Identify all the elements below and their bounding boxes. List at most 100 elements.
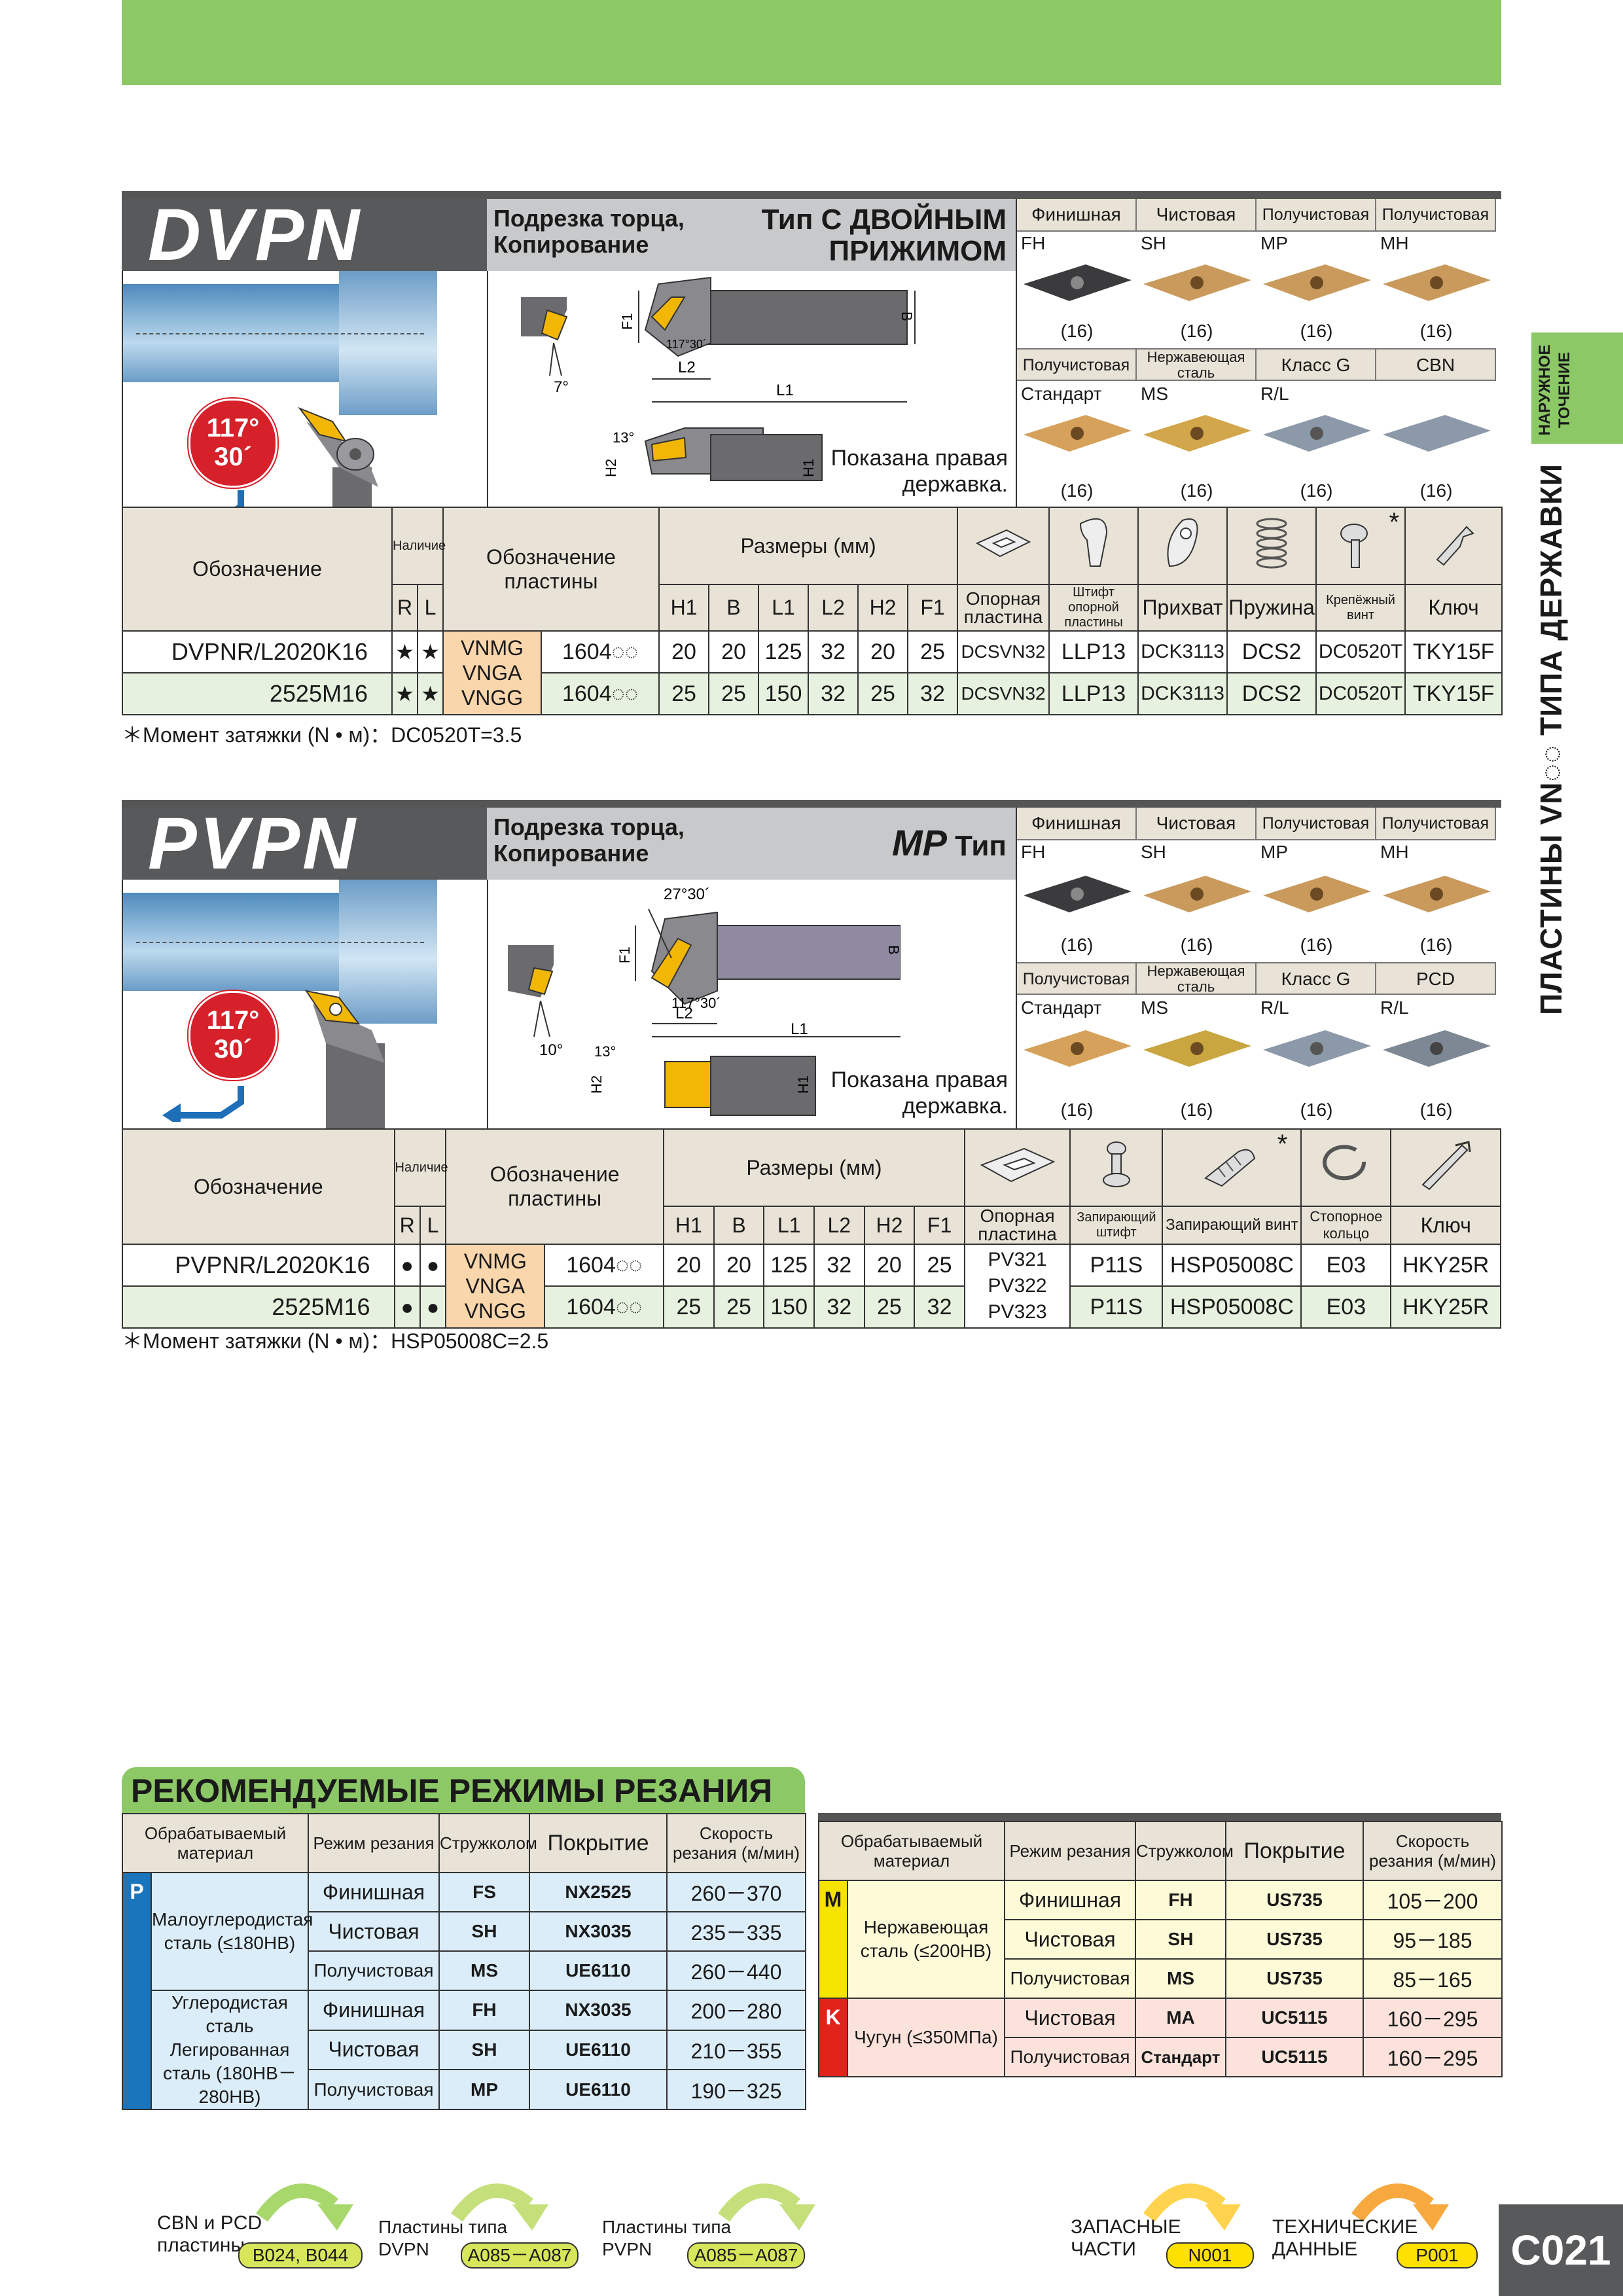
insert-head: Класс G [1257,348,1376,381]
stock-l: ● [419,1244,447,1287]
parts-star: * [1277,1130,1288,1158]
dim-a1: 117°30´ [666,338,707,351]
insert-head: Получистовая [1017,962,1137,995]
insert-head: Получистовая [1257,808,1376,840]
col-insert: Обозначение пластины [445,1128,665,1245]
cell: 150 [758,672,810,715]
col-b: B [708,584,760,632]
footer-page-ref[interactable]: A085－A087 [461,2242,579,2269]
insert-count: (16) [1300,480,1333,501]
footer-text: пластины [157,2234,245,2256]
insert-count: (16) [1419,480,1453,501]
insert-count: (16) [1180,1100,1213,1120]
cell: 32 [808,672,859,715]
pvpn-title-box: PVPN [122,807,487,880]
stock-r: ★ [391,630,418,673]
insert-count: (16) [1300,1100,1333,1120]
cell: 260－370 [666,1872,806,1912]
cell: UE6110 [529,2029,668,2071]
cell: Чистовая [1004,1919,1136,1960]
col-stock: Наличие [391,507,446,585]
insert-head: Чистовая [1137,808,1257,840]
row-designation: DVPNR/L2020K16 [122,630,393,673]
col-support-plate: Опорная пластина [957,584,1050,632]
col-dims: Размеры (мм) [658,507,959,585]
cell: DCS2 [1226,672,1317,715]
pvpn-dimension-drawing: 10° 27°30´ F1 B 117°30´ L2 L1 13° H2 H1 [508,886,901,1116]
dvpn-type-box: Подрезка торца, Копирование Тип С ДВОЙНЫ… [487,199,1016,271]
insert-code: Стандарт [1021,997,1102,1018]
side-vertical-title: ПЛАСТИНЫ VN◌◌ ТИПА ДЕРЖАВКИ [1525,458,1577,1047]
dim-l2: L2 [678,359,696,376]
dim-l1: L1 [776,382,794,399]
insert-size: 1604◌◌ [544,1285,665,1329]
cell: US735 [1225,1919,1364,1960]
pvpn-drawing: 10° 27°30´ F1 B 117°30´ L2 L1 13° H2 H1 … [487,880,1017,1128]
cell: DCSVN32 [957,630,1050,673]
insert-head: Финишная [1017,808,1137,840]
section-top-rule [122,191,1501,199]
col-designation: Обозначение [122,507,393,632]
cell: Стандарт [1135,2037,1226,2077]
cell: HSP05008C [1162,1244,1302,1287]
table-row: Чистовая SH UE6110 210－355 [122,2029,806,2071]
insert-names: VNMG VNGA VNGG [445,1244,546,1329]
stock-l: ★ [417,630,444,673]
lock-screw-icon: * [1162,1128,1302,1207]
cell: Финишная [308,1990,440,2031]
cell: 25 [708,672,760,715]
insert-code: R/L [1380,997,1409,1018]
insert-size: 1604◌◌ [540,672,660,715]
cell: 20 [863,1244,916,1287]
insert-count: (16) [1180,321,1213,341]
material-name: Нержавеющая сталь (≤200HB) [847,1880,1005,1999]
cell: HKY25R [1390,1244,1501,1287]
cell: 20 [663,1244,715,1287]
insert-head: Нержавеющая сталь [1137,348,1257,381]
dim-a1: 117°30´ [671,995,721,1011]
cell: DC0520T [1315,672,1406,715]
col-lock-pin: Запирающий штифт [1069,1206,1164,1245]
holder-head-icon [304,990,385,1135]
insert-fh-icon [1024,264,1132,301]
col-h2: H2 [857,584,909,632]
cell: E03 [1300,1244,1392,1287]
dvpn-type-main: Тип С ДВОЙНЫМ ПРИЖИМОМ [761,204,1007,267]
col-insert: Обозначение пластины [442,507,660,632]
cell: Получистовая [1004,1958,1136,1999]
dvpn-title: DVPN [148,194,363,276]
cell: 20 [658,630,710,673]
section-top-rule [122,800,1501,808]
dvpn-right-hand-note: Показана правая державка. [830,446,1008,497]
footer-page-ref[interactable]: A085－A087 [687,2242,805,2269]
footer-page-ref[interactable]: P001 [1397,2242,1478,2269]
footer-page-ref[interactable]: B024, B044 [238,2242,363,2269]
col-key: Ключ [1404,584,1503,632]
insert-g-class-icon [1263,415,1371,452]
cell: Получистовая [308,2069,440,2110]
insert-code: Стандарт [1021,384,1102,404]
cell: Получистовая [308,1950,440,1991]
insert-sh-icon [1143,876,1251,912]
cell: NX2525 [529,1872,668,1912]
cell: LLP13 [1048,630,1139,673]
cell: UE6110 [529,1950,668,1991]
cc-col-coating: Покрытие [529,1813,668,1873]
cell: Получистовая [1004,2037,1136,2077]
cell: 235－335 [666,1911,806,1952]
footer-page-ref[interactable]: N001 [1166,2242,1254,2269]
col-dims: Размеры (мм) [663,1128,965,1207]
insert-code: FH [1021,842,1046,862]
col-spring: Пружина [1226,584,1317,632]
insert-count: (16) [1060,935,1094,955]
cc-col-speed: Скорость резания (м/мин) [666,1813,806,1873]
curved-arrow-icon [256,2183,353,2231]
spring-icon [1226,507,1317,585]
dim-a3: 13° [594,1043,616,1060]
dim-h2: H2 [588,1075,605,1094]
